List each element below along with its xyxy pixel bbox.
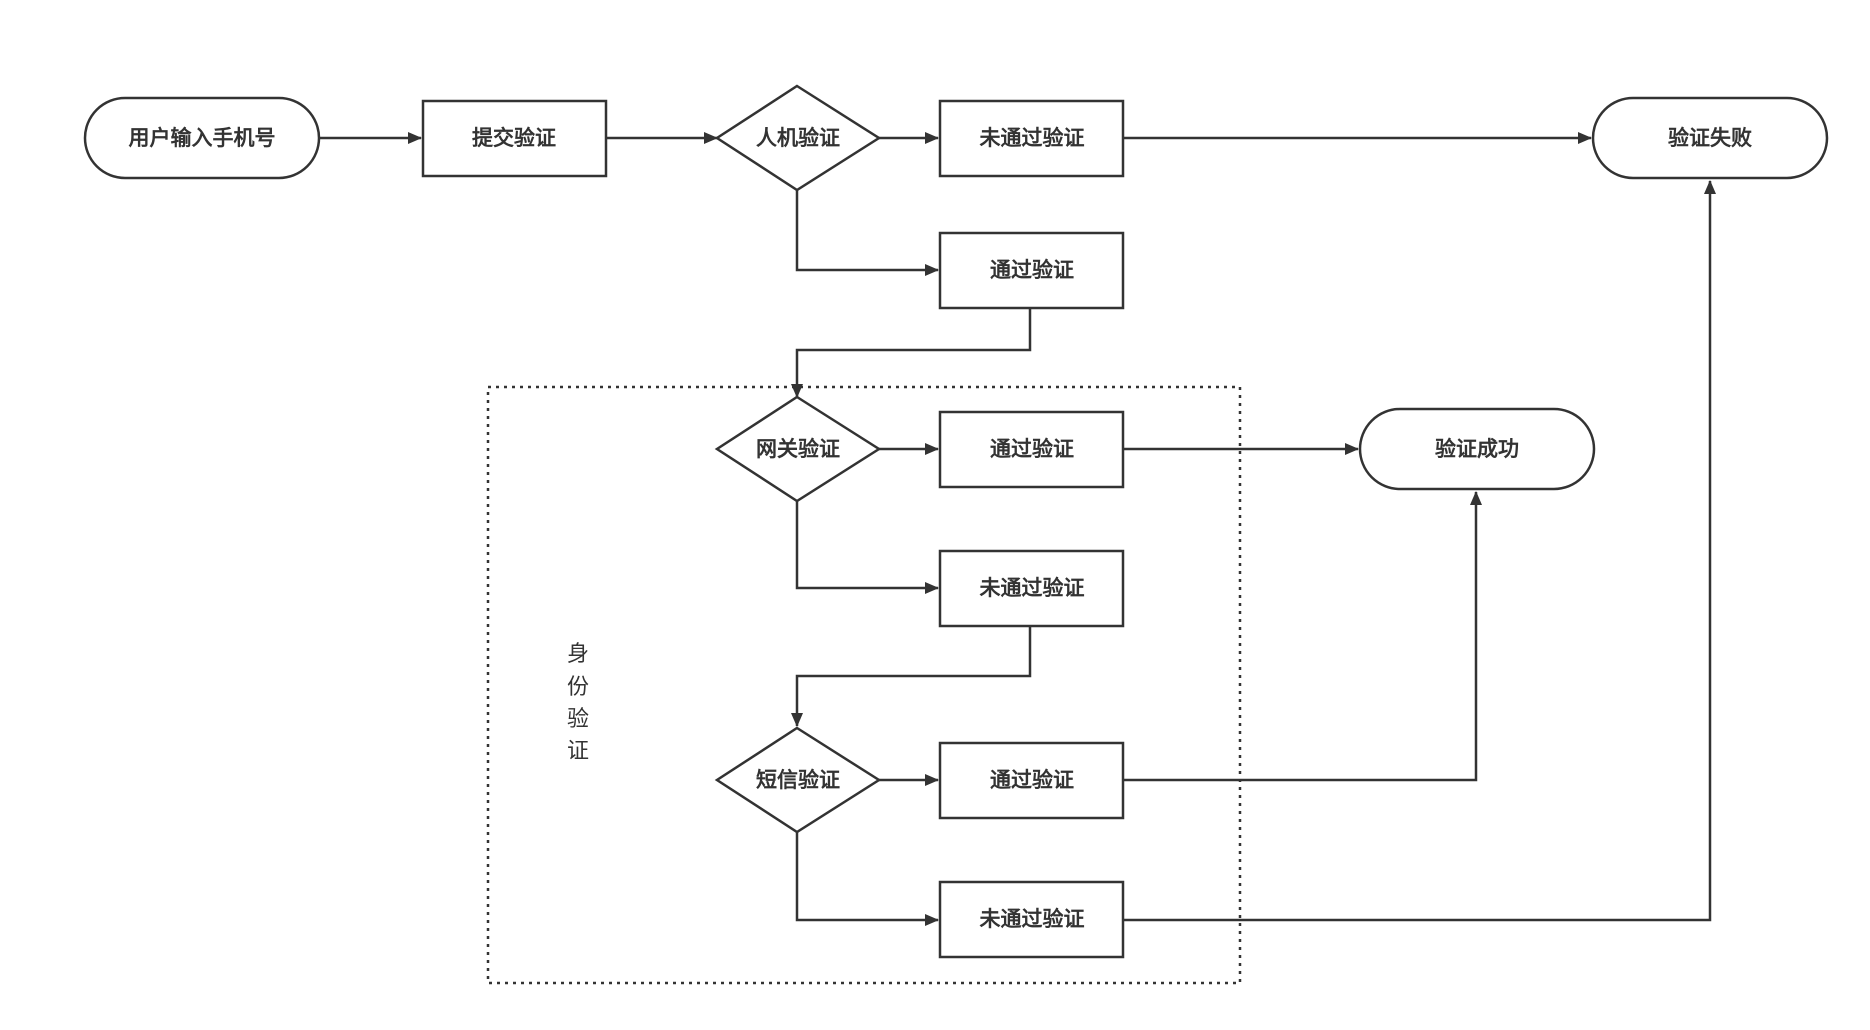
- node-captcha-pass: 通过验证: [938, 231, 1125, 310]
- identity-verification-group: [486, 385, 1242, 985]
- identity-verification-group-label: 身 份 验 证: [567, 642, 589, 764]
- group-label-char-1: 身: [567, 642, 589, 667]
- node-submit: 提交验证: [421, 99, 608, 178]
- node-success-label: 验证成功: [1435, 437, 1519, 461]
- node-user-input-label: 用户输入手机号: [129, 126, 276, 150]
- node-sms-pass-label: 通过验证: [990, 768, 1074, 792]
- node-sms-fail-label: 未通过验证: [980, 907, 1085, 931]
- group-label-char-2: 份: [567, 675, 589, 700]
- edge-captcha-pass-to-gateway: [791, 308, 1032, 398]
- process-shape: [421, 99, 608, 178]
- node-gateway-fail: 未通过验证: [938, 549, 1125, 628]
- node-gateway-label: 网关验证: [756, 437, 840, 461]
- node-gateway: 网关验证: [714, 395, 882, 503]
- process-shape: [938, 410, 1125, 489]
- node-gateway-pass-label: 通过验证: [990, 437, 1074, 461]
- node-captcha: 人机验证: [714, 84, 882, 192]
- node-sms-pass: 通过验证: [938, 741, 1125, 820]
- edges: [320, 132, 1716, 926]
- decision-shape: [714, 726, 882, 834]
- edge-sms-to-sms-fail: [795, 832, 939, 926]
- node-captcha-fail: 未通过验证: [938, 99, 1125, 178]
- process-shape: [938, 549, 1125, 628]
- edge-sms-pass-to-success: [1122, 491, 1482, 782]
- group-label-char-4: 证: [567, 739, 589, 764]
- terminal-shape: [1591, 96, 1829, 180]
- edge-sms-fail-to-failure: [1122, 180, 1716, 922]
- node-submit-label: 提交验证: [472, 126, 556, 150]
- node-sms-fail: 未通过验证: [938, 880, 1125, 959]
- edge-gateway-fail-to-sms: [791, 626, 1032, 727]
- group-label-char-3: 验: [567, 707, 589, 732]
- node-captcha-label: 人机验证: [756, 126, 840, 150]
- node-user-input: 用户输入手机号: [83, 96, 321, 180]
- terminal-shape: [83, 96, 321, 180]
- process-shape: [938, 741, 1125, 820]
- decision-shape: [714, 395, 882, 503]
- node-sms-label: 短信验证: [756, 768, 840, 792]
- edge-captcha-to-captcha-pass: [795, 190, 939, 276]
- node-gateway-pass: 通过验证: [938, 410, 1125, 489]
- node-failure-label: 验证失败: [1668, 126, 1752, 150]
- decision-shape: [714, 84, 882, 192]
- edge-gateway-to-gateway-fail: [795, 501, 939, 594]
- process-shape: [938, 99, 1125, 178]
- node-gateway-fail-label: 未通过验证: [980, 576, 1085, 600]
- node-sms: 短信验证: [714, 726, 882, 834]
- process-shape: [938, 231, 1125, 310]
- node-failure: 验证失败: [1591, 96, 1829, 180]
- node-captcha-pass-label: 通过验证: [990, 258, 1074, 282]
- process-shape: [938, 880, 1125, 959]
- terminal-shape: [1358, 407, 1596, 491]
- node-captcha-fail-label: 未通过验证: [980, 126, 1085, 150]
- node-success: 验证成功: [1358, 407, 1596, 491]
